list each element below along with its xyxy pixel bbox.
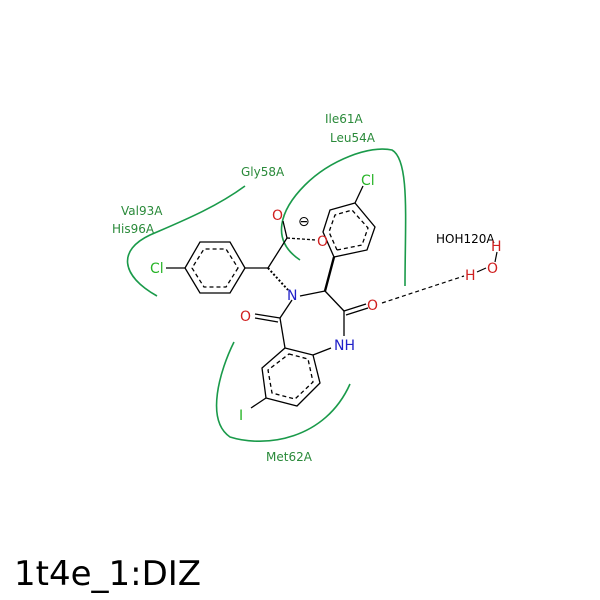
water-label: HOH120A [436, 232, 495, 246]
atom-n-ring: N [287, 288, 297, 304]
water-h-top: H [491, 239, 502, 255]
water-o: O [487, 261, 498, 277]
atom-o-amide-left: O [240, 309, 251, 325]
water-molecule: HOH120A H O H [436, 232, 502, 284]
residue-labels: Ile61A Leu54A Gly58A Val93A His96A Met62… [112, 112, 376, 464]
residue-gly58: Gly58A [241, 165, 285, 179]
atom-o-carboxyl: O [272, 208, 283, 224]
ligand-title: 1t4e_1:DIZ [14, 554, 201, 594]
residue-his96: His96A [112, 222, 155, 236]
hydrophobic-arcs [126, 148, 407, 443]
atom-labels: Cl Cl I O ⊖ O O O N NH [150, 173, 378, 424]
residue-ile61: Ile61A [325, 112, 364, 126]
residue-val93: Val93A [121, 204, 163, 218]
water-h-left: H [465, 268, 476, 284]
hbond-water [381, 275, 465, 304]
atom-o-carboxyl2: O [317, 234, 328, 250]
residue-met62: Met62A [266, 450, 313, 464]
residue-leu54: Leu54A [330, 131, 376, 145]
atom-cl-right: Cl [361, 173, 375, 189]
ligand-bonds [166, 185, 376, 409]
arc-val93-his96 [126, 185, 246, 297]
atom-iodine: I [239, 408, 243, 424]
ring-benzo [261, 347, 321, 407]
arc-leu54-ile61 [280, 148, 407, 287]
charge-minus: ⊖ [298, 214, 310, 230]
atom-nh-ring: NH [334, 338, 355, 354]
atom-o-amide-right: O [367, 298, 378, 314]
atom-cl-left: Cl [150, 261, 164, 277]
arc-met62 [215, 341, 351, 443]
